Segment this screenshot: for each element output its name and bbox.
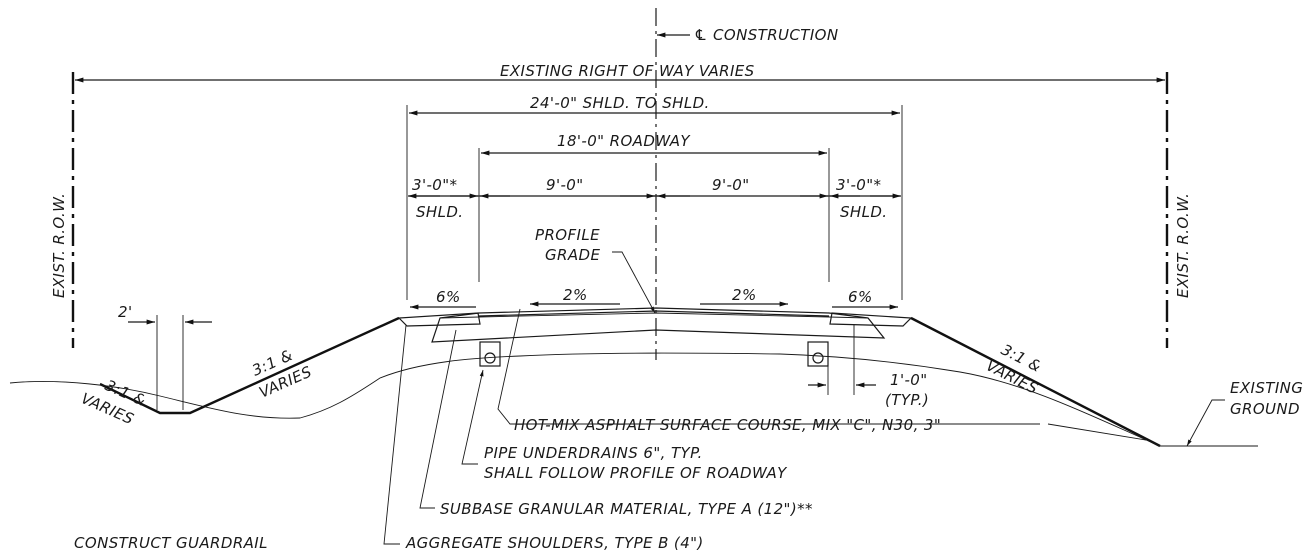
hma-leader-tail	[1047, 423, 1147, 441]
right-shoulder-label: SHLD.	[840, 203, 887, 221]
hma-leader	[497, 308, 1040, 425]
ditch-width-label: 2'	[118, 303, 132, 321]
aggregate-shoulder-label: AGGREGATE SHOULDERS, TYPE B (4")	[405, 534, 704, 551]
existing-ground-line	[9, 352, 1258, 447]
subbase-label: SUBBASE GRANULAR MATERIAL, TYPE A (12")*…	[440, 500, 813, 518]
existing-ground-label-1: EXISTING	[1230, 379, 1303, 397]
underdrain-label-2: SHALL FOLLOW PROFILE OF ROADWAY	[484, 464, 788, 482]
subgrade-top	[439, 312, 869, 319]
hma-surface-course	[478, 310, 830, 317]
profile-grade-label-2: GRADE	[545, 246, 600, 264]
left-embankment	[99, 316, 400, 415]
aggregate-shoulder-right	[829, 312, 913, 327]
left-lane-width: 9'-0"	[546, 176, 584, 194]
slope-shoulder-left: 6%	[436, 288, 461, 306]
underdrain-right-trench	[807, 341, 829, 367]
shoulder-leader	[383, 324, 407, 545]
offset-dim-label-1: 1'-0"	[890, 371, 928, 389]
slope-lane-left: 2%	[563, 286, 588, 304]
guardrail-note: CONSTRUCT GUARDRAIL	[74, 534, 268, 551]
existing-ground-leader	[1186, 399, 1225, 447]
underdrain-leader	[461, 369, 484, 465]
roadway-label: 18'-0" ROADWAY	[557, 132, 691, 150]
existing-ground-label-2: GROUND	[1230, 400, 1300, 418]
underdrain-right-pipe	[812, 352, 824, 364]
shld-to-shld-label: 24'-0" SHLD. TO SHLD.	[530, 94, 710, 112]
centerline-label: ℄ CONSTRUCTION	[694, 26, 839, 44]
row-dimension-label: EXISTING RIGHT OF WAY VARIES	[500, 62, 755, 80]
underdrain-left-trench	[479, 341, 501, 367]
underdrain-label-1: PIPE UNDERDRAINS 6", TYP.	[484, 444, 703, 462]
slope-lane-right: 2%	[732, 286, 757, 304]
left-shoulder-label: SHLD.	[416, 203, 463, 221]
exist-row-label-right: EXIST. R.O.W.	[1174, 193, 1192, 298]
hma-surface-label: HOT-MIX ASPHALT SURFACE COURSE, MIX "C",…	[514, 416, 941, 434]
offset-dim-label-2: (TYP.)	[885, 391, 929, 409]
right-embankment	[910, 316, 1161, 448]
profile-grade-label-1: PROFILE	[535, 226, 600, 244]
left-shoulder-width: 3'-0"*	[412, 176, 458, 194]
right-lane-width: 9'-0"	[712, 176, 750, 194]
profile-grade-leader	[612, 251, 656, 314]
right-shoulder-width: 3'-0"*	[836, 176, 882, 194]
exist-row-label-left: EXIST. R.O.W.	[50, 193, 68, 298]
subbase-leader	[419, 329, 457, 509]
aggregate-shoulder-left	[397, 312, 481, 327]
slope-shoulder-right: 6%	[848, 288, 873, 306]
